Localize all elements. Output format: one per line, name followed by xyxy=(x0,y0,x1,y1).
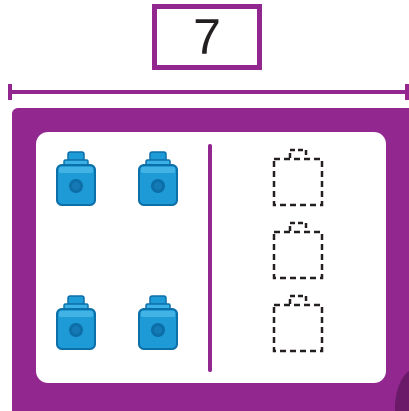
corner-arc xyxy=(395,371,409,411)
total-number: 7 xyxy=(193,9,221,65)
connecting-cube-icon xyxy=(138,295,178,350)
dashed-cube-outline-icon xyxy=(272,294,324,353)
total-bracket xyxy=(8,82,409,102)
connecting-cube-icon xyxy=(56,151,96,206)
dashed-cube-outline-icon xyxy=(272,148,324,207)
connecting-cube-icon xyxy=(138,151,178,206)
connecting-cube-icon xyxy=(56,295,96,350)
dashed-cube-outline-icon xyxy=(272,221,324,280)
mat-divider xyxy=(208,144,212,372)
total-box: 7 xyxy=(152,4,262,70)
